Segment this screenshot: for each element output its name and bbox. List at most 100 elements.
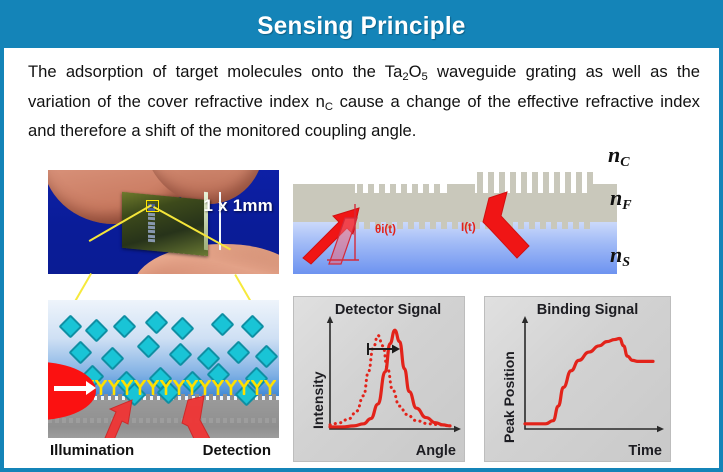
grating-tooth (230, 418, 234, 423)
film-index-label-wrap: nF (610, 185, 632, 214)
body-text-part-1: The adsorption of target molecules onto … (28, 62, 403, 81)
grating-tooth (430, 222, 436, 229)
detector-signal-chart: Detector Signal Intensity Angle (293, 296, 465, 462)
grating-tooth (562, 222, 568, 229)
grating-tooth (146, 418, 150, 423)
angle-indicator (327, 204, 359, 265)
incident-angle-label: θi(t) (375, 224, 396, 236)
grating-tooth (375, 222, 381, 229)
waveguide-cross-section-diagram: θi(t) I(t) (293, 164, 617, 274)
subscript-c: C (324, 100, 334, 113)
sensor-pad (148, 230, 155, 234)
grating-tooth (237, 418, 241, 423)
receptor-antibody (159, 378, 173, 396)
chart-series-line (523, 336, 655, 426)
grating-tooth (97, 394, 101, 401)
body-text-part-3: waveguide grating as well as the variati… (28, 62, 700, 111)
grating-tooth (69, 418, 73, 423)
binding-signal-xlabel: Time (628, 443, 662, 459)
grating-tooth (532, 172, 538, 193)
slide-title-bar: Sensing Principle (4, 4, 719, 48)
sensor-chip (122, 191, 208, 257)
detection-caption: Detection (202, 442, 271, 459)
grating-tooth (499, 172, 505, 193)
receptor-antibody (237, 378, 251, 396)
grating-tooth (62, 418, 66, 423)
cover-index-label: n (608, 142, 621, 167)
receptor-antibody (172, 378, 186, 396)
body-text-part-2: O (408, 62, 422, 81)
grating-tooth (111, 394, 115, 401)
grating-tooth (90, 418, 94, 423)
grating-tooth (386, 222, 392, 229)
grating-tooth (272, 418, 276, 423)
molecular-panel-arrows-svg (99, 395, 217, 457)
grating-tooth (397, 222, 403, 229)
grating-tooth (202, 418, 206, 423)
film-index-subscript: F (622, 198, 632, 213)
receptor-antibody (224, 378, 238, 396)
subscript-2: 2 (402, 71, 409, 84)
page-title: Sensing Principle (257, 11, 466, 40)
grating-tooth (76, 418, 80, 423)
cover-index-subscript: C (620, 155, 630, 170)
illumination-direction-arrow-head (86, 381, 96, 395)
grating-tooth (272, 394, 276, 401)
receptor-antibody (120, 378, 134, 396)
sensor-pad (148, 225, 155, 230)
grating-tooth (364, 222, 370, 229)
grating-tooth (167, 418, 171, 423)
grating-tooth (265, 418, 269, 423)
receptor-antibody (133, 378, 147, 396)
grating-tooth (390, 184, 396, 193)
grating-tooth (55, 418, 59, 423)
grating-tooth (83, 418, 87, 423)
grating-tooth (474, 222, 480, 229)
grating-tooth (230, 394, 234, 401)
intensity-label: I(t) (461, 222, 476, 234)
grating-tooth (412, 184, 418, 193)
sensor-pad (148, 234, 155, 239)
body-paragraph: The adsorption of target molecules onto … (28, 60, 700, 143)
sensor-pad (148, 216, 155, 221)
chart-axes (329, 319, 458, 430)
receptor-antibody (250, 378, 264, 396)
grating-tooth (353, 222, 359, 229)
waveguide-arrows-svg (302, 191, 530, 265)
receptor-antibody (185, 378, 199, 396)
axis-arrow (326, 316, 334, 323)
binding-signal-title: Binding Signal (536, 302, 639, 318)
grating-tooth (153, 418, 157, 423)
cover-index-label-wrap: nC (608, 142, 630, 171)
grating-tooth (258, 394, 262, 401)
grating-tooth (223, 394, 227, 401)
grating-tooth (104, 394, 108, 401)
chart-series-line (328, 333, 452, 428)
grating-tooth (118, 394, 122, 401)
grating-tooth (540, 222, 546, 229)
grating-tooth (565, 172, 571, 193)
grating-tooth (251, 418, 255, 423)
outcoupled-beam-arrow (482, 191, 530, 259)
grating-tooth (543, 172, 549, 193)
grating-tooth (452, 222, 458, 229)
sensor-pad (148, 221, 155, 225)
grating-tooth (244, 418, 248, 423)
grating-tooth (441, 222, 447, 229)
grating-tooth (209, 418, 213, 423)
grating-tooth (477, 172, 483, 193)
grating-tooth (434, 184, 440, 193)
sensor-pad (148, 212, 155, 217)
detector-signal-xlabel: Angle (415, 443, 456, 459)
axis-arrow (454, 425, 461, 433)
grating-tooth (132, 418, 136, 423)
grating-tooth (174, 394, 178, 401)
detector-signal-plot (326, 316, 461, 433)
molecular-binding-panel: Illumination Detection (48, 300, 279, 460)
grating-tooth (223, 418, 227, 423)
grating-tooth (146, 394, 150, 401)
illumination-caption: Illumination (50, 442, 135, 459)
grating-tooth (419, 222, 425, 229)
chart-axes (524, 319, 661, 430)
